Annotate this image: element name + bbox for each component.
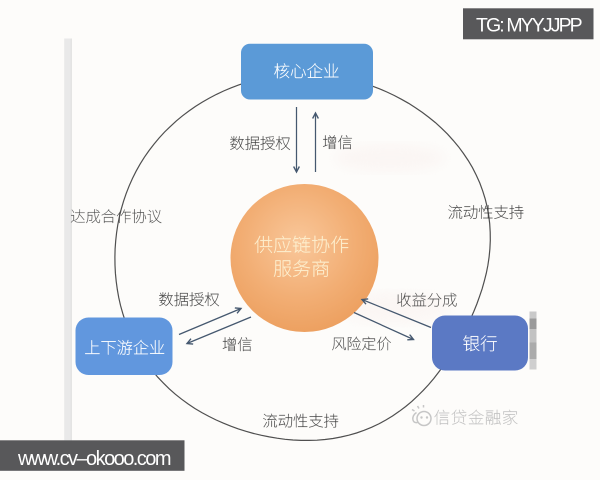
svg-text:www.cv–okooo.com: www.cv–okooo.com [17, 448, 171, 470]
svg-text:TG: MYYJJPP: TG: MYYJJPP [476, 14, 582, 36]
